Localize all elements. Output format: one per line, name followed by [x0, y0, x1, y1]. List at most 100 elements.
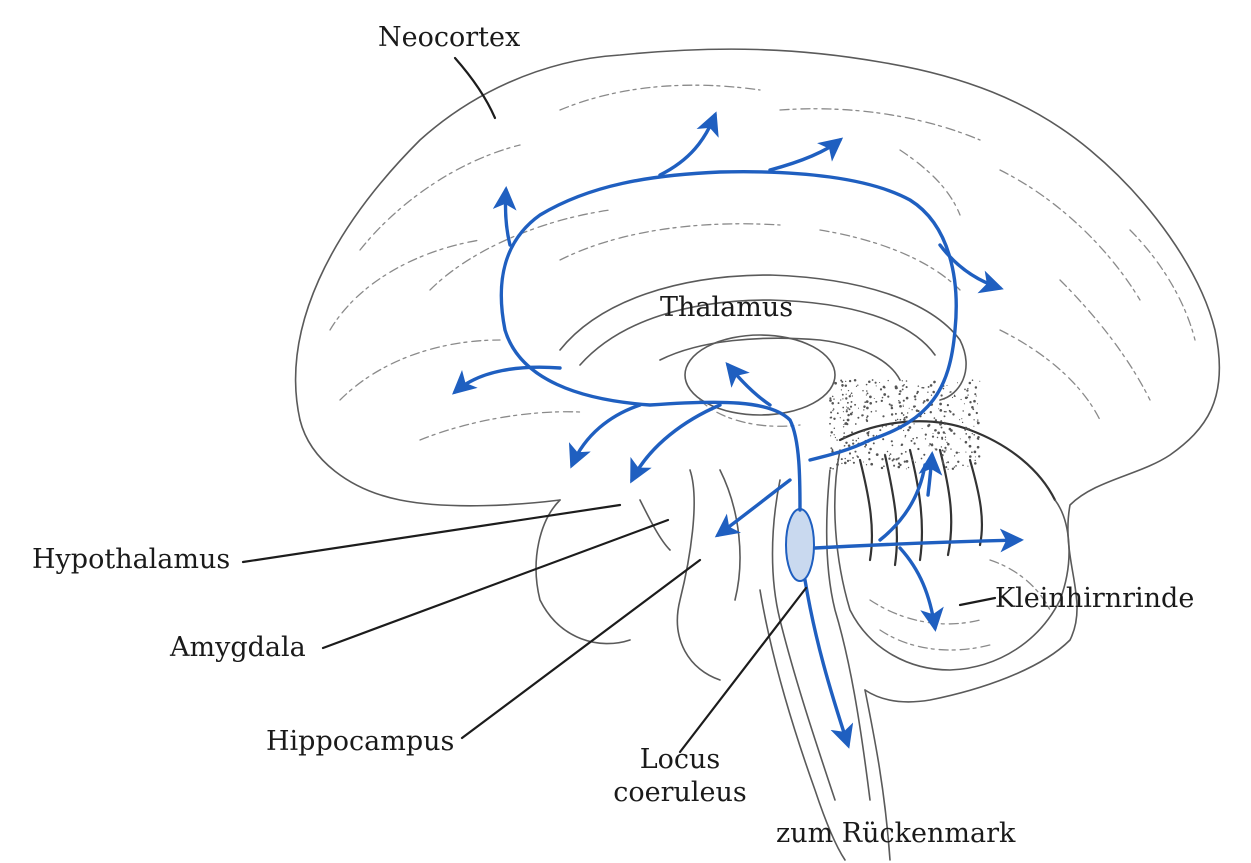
stipple-dot: [882, 397, 884, 399]
stipple-dot: [947, 461, 949, 463]
stipple-dot: [930, 384, 933, 387]
stipple-dot: [895, 420, 897, 422]
stipple-dot: [854, 404, 856, 406]
stipple-dot: [852, 395, 853, 396]
stipple-dot: [901, 443, 903, 445]
stipple-dot: [961, 418, 962, 419]
stipple-dot: [901, 453, 903, 455]
stipple-dot: [945, 411, 947, 413]
stipple-dot: [866, 384, 868, 386]
stipple-dot: [944, 422, 946, 424]
stipple-dot: [863, 430, 865, 432]
stipple-dot: [866, 417, 868, 419]
stipple-dot: [930, 411, 932, 413]
stipple-dot: [836, 439, 837, 440]
stipple-dot: [932, 433, 933, 434]
stipple-dot: [856, 386, 857, 387]
stipple-dot: [864, 401, 866, 403]
stipple-dot: [973, 400, 976, 403]
stipple-dot: [863, 406, 865, 408]
stipple-dot: [841, 458, 843, 460]
stipple-dot: [852, 412, 853, 413]
stipple-dot: [870, 463, 873, 466]
stipple-dot: [940, 394, 942, 396]
leader-amygdala: [323, 520, 668, 648]
stipple-dot: [916, 392, 918, 394]
stipple-dot: [935, 448, 937, 450]
stipple-dot: [905, 451, 907, 453]
stipple-dot: [965, 441, 968, 444]
stipple-dot: [945, 466, 947, 468]
stipple-dot: [829, 399, 832, 402]
stipple-dot: [971, 406, 974, 409]
stipple-dot: [849, 452, 851, 454]
stipple-dot: [898, 400, 899, 401]
stipple-dot: [899, 465, 901, 467]
stipple-dot: [857, 417, 859, 419]
label-locus-line2: coeruleus: [600, 779, 760, 806]
stipple-dot: [918, 385, 920, 387]
stipple-dot: [847, 402, 849, 404]
stipple-dot: [837, 412, 839, 414]
stipple-dot: [832, 396, 834, 398]
stipple-dot: [965, 433, 967, 435]
stipple-dot: [967, 394, 968, 395]
stipple-dot: [972, 433, 973, 434]
stipple-dot: [892, 445, 894, 447]
stipple-dot: [834, 434, 835, 435]
leader-locus-coeruleus: [680, 588, 806, 752]
stipple-dot: [922, 428, 923, 429]
stipple-dot: [902, 385, 903, 386]
stipple-dot: [965, 427, 968, 430]
stipple-dot: [941, 454, 943, 456]
stipple-dot: [917, 448, 919, 450]
stipple-dot: [857, 385, 858, 386]
stipple-dot: [843, 426, 844, 427]
stipple-dot: [967, 388, 968, 389]
locus-coeruleus-nucleus: [786, 509, 814, 581]
stipple-dot: [851, 392, 853, 394]
pathway-cerebellum-horizontal: [815, 540, 1020, 548]
stipple-dot: [881, 400, 883, 402]
pathway-frontal-up: [505, 190, 510, 245]
stipple-dot: [844, 462, 847, 465]
stipple-dot: [891, 440, 893, 442]
temporal-structures: [640, 470, 740, 680]
stipple-dot: [840, 417, 841, 418]
stipple-dot: [973, 434, 975, 436]
pathway-vertex-left: [660, 115, 715, 175]
stipple-dot: [830, 431, 832, 433]
stipple-dot: [952, 397, 953, 398]
stipple-dot: [890, 453, 892, 455]
stipple-dot: [868, 435, 869, 436]
stipple-dot: [929, 445, 930, 446]
stipple-dot: [845, 397, 847, 399]
stipple-dot: [906, 460, 909, 463]
stipple-dot: [866, 407, 869, 410]
stipple-dot: [906, 386, 908, 388]
stipple-dot: [957, 382, 958, 383]
stipple-dot: [869, 402, 872, 405]
stipple-dot: [962, 410, 963, 411]
label-amygdala: Amygdala: [170, 634, 306, 661]
stipple-dot: [866, 464, 867, 465]
stipple-dot: [882, 426, 883, 427]
stipple-dot: [832, 449, 834, 451]
stipple-dot: [843, 432, 845, 434]
stipple-dot: [933, 381, 935, 383]
stipple-dot: [960, 438, 961, 439]
stipple-dot: [977, 438, 979, 440]
stipple-dot: [947, 404, 949, 406]
stipple-dot: [913, 442, 915, 444]
stipple-dot: [851, 431, 853, 433]
stipple-dot: [973, 426, 974, 427]
stipple-dot: [911, 440, 913, 442]
stipple-dot: [903, 400, 905, 402]
stipple-dot: [842, 407, 844, 409]
stipple-dot: [846, 423, 848, 425]
stipple-dot: [843, 436, 846, 439]
stipple-dot: [829, 397, 831, 399]
stipple-dot: [941, 446, 942, 447]
stipple-dot: [883, 465, 885, 467]
stipple-dot: [883, 393, 886, 396]
